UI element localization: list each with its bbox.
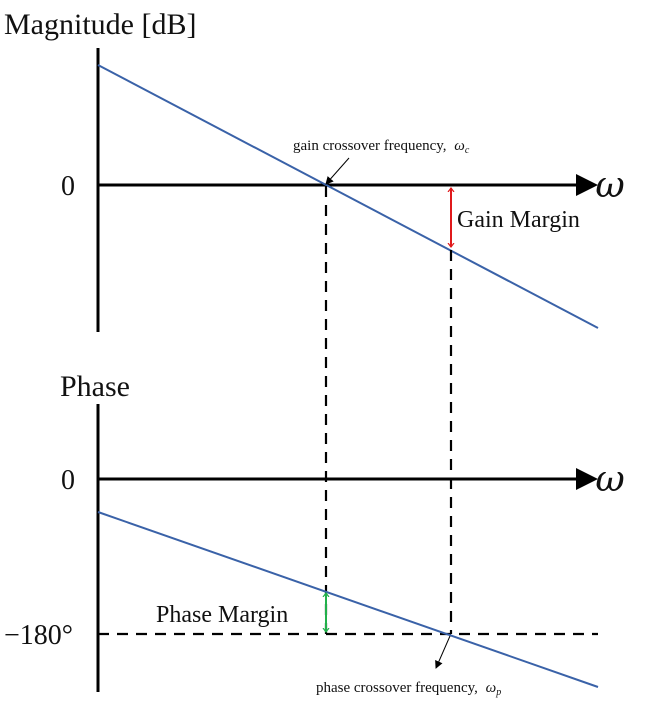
magnitude-plot: Magnitude [dB] ω 0 gain crossover freque… (4, 8, 625, 332)
phase-curve (97, 511, 599, 688)
phase-axis-label: Phase (60, 370, 130, 403)
magnitude-axis-label: Magnitude [dB] (4, 8, 196, 41)
magnitude-omega-label: ω (595, 165, 624, 206)
gain-crossover-label: gain crossover frequency, ωc (293, 138, 470, 156)
gain-crossover-pointer (325, 157, 350, 185)
minus180-tick: −180° (4, 620, 73, 651)
magnitude-zero-tick: 0 (61, 171, 75, 202)
phase-crossover-label: phase crossover frequency, ωp (316, 680, 501, 698)
phase-margin-label: Phase Margin (156, 602, 288, 628)
phase-crossover-pointer (435, 635, 451, 669)
magnitude-omega-arrowhead (576, 174, 598, 196)
magnitude-curve (97, 64, 599, 329)
phase-plot: Phase ω 0 −180° Phase Margin phase cross… (4, 370, 625, 698)
gain-margin-label: Gain Margin (457, 207, 580, 233)
phase-zero-tick: 0 (61, 465, 75, 496)
phase-omega-arrowhead (576, 468, 598, 490)
phase-omega-label: ω (595, 459, 624, 500)
